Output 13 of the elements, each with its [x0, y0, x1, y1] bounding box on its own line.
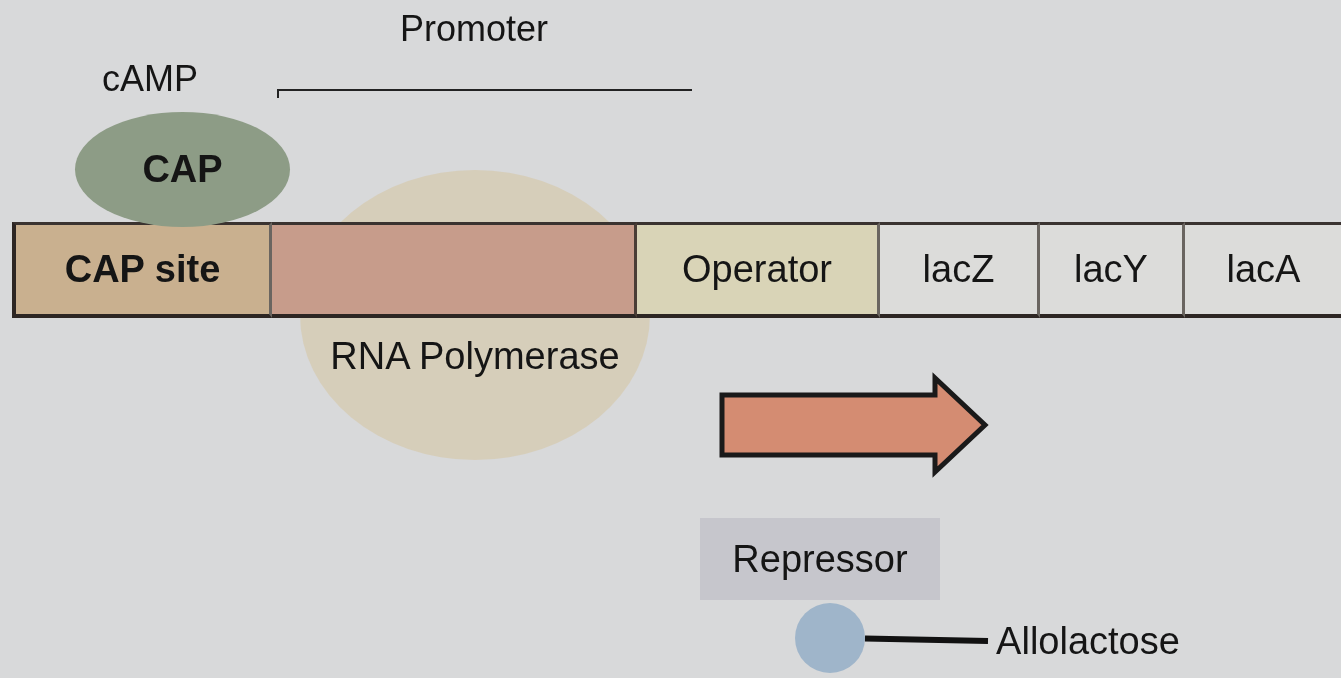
molecule-label: cAMP [102, 58, 198, 100]
repressor-protein: Repressor [700, 518, 940, 600]
molecule-label: Allolactose [988, 612, 1188, 670]
gene-segment: lacY [1040, 222, 1185, 318]
cap-protein: CAP [75, 112, 290, 227]
gene-segment: lacA [1185, 222, 1341, 318]
gene-segment: Operator [637, 222, 880, 318]
gene-segment: CAP site [12, 222, 272, 318]
region-label: Promoter [400, 8, 549, 50]
rna-polymerase: RNA Polymerase [300, 170, 650, 460]
promoter-segment [272, 222, 637, 318]
gene-segment: lacZ [880, 222, 1040, 318]
leader-line [864, 635, 989, 644]
